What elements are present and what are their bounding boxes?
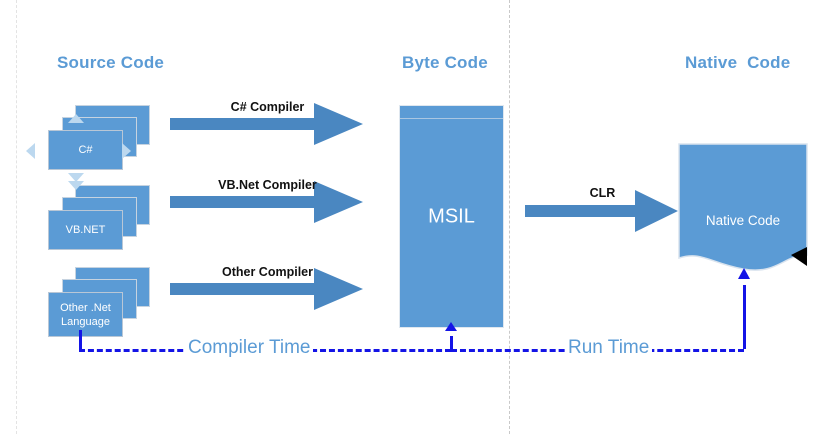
arrow-other-compiler[interactable]: Other Compiler (170, 265, 365, 313)
byte-code-header-strip (400, 106, 503, 119)
timeline-label-run-time: Run Time (565, 337, 653, 359)
document-shape-icon (678, 143, 808, 271)
page-title-byte-code: Byte Code (402, 53, 488, 72)
page-title-source-code: Source Code (57, 53, 165, 72)
timeline-riser-source (79, 330, 82, 349)
source-stack-other[interactable]: Other .Net Language (40, 267, 185, 347)
arrow-label-clr: CLR (589, 186, 616, 200)
arrow-csharp-compiler[interactable]: C# Compiler (170, 100, 365, 148)
source-label-vbnet: VB.NET (65, 224, 106, 236)
guide-line-center (509, 0, 510, 434)
handle-down-arrow-icon (68, 173, 84, 182)
timeline-arrowhead-native-icon (737, 268, 751, 291)
byte-code-label: MSIL (428, 205, 475, 227)
source-label-csharp: C# (78, 144, 93, 156)
native-code-shape[interactable]: Native Code (678, 143, 808, 273)
arrow-shape-icon (170, 268, 363, 310)
card-front: VB.NET (48, 210, 123, 250)
byte-code-box[interactable]: MSIL (399, 105, 504, 328)
source-stack-csharp[interactable]: C# (26, 105, 185, 182)
arrow-shape-icon (525, 190, 678, 232)
timeline-riser-msil (450, 336, 453, 350)
handle-up-arrow-icon (68, 114, 84, 123)
arrow-label-vbnet-compiler: VB.Net Compiler (218, 178, 317, 192)
handle-left-arrow-icon (26, 143, 35, 159)
card-front: C# (48, 130, 123, 170)
page-title-native-code: Native Code (685, 53, 791, 72)
timeline-label-compiler-time: Compiler Time (185, 337, 314, 359)
timeline-riser-native (743, 285, 746, 349)
arrow-label-csharp-compiler: C# Compiler (230, 100, 305, 114)
arrow-shape-icon (170, 181, 363, 223)
source-label-other: Other .Net Language (60, 301, 111, 328)
timeline-arrowhead-msil-icon (444, 322, 458, 343)
guide-line-left (16, 0, 17, 434)
arrow-shape-icon (170, 103, 363, 145)
source-stack-vbnet[interactable]: VB.NET (40, 181, 185, 260)
arrow-vbnet-compiler[interactable]: VB.Net Compiler (170, 178, 365, 226)
handle-down-arrow-icon (68, 181, 84, 190)
card-front: Other .Net Language (48, 292, 123, 337)
arrow-clr[interactable]: CLR (525, 186, 680, 234)
handle-right-arrow-icon (122, 143, 131, 159)
arrow-label-other-compiler: Other Compiler (222, 265, 313, 279)
